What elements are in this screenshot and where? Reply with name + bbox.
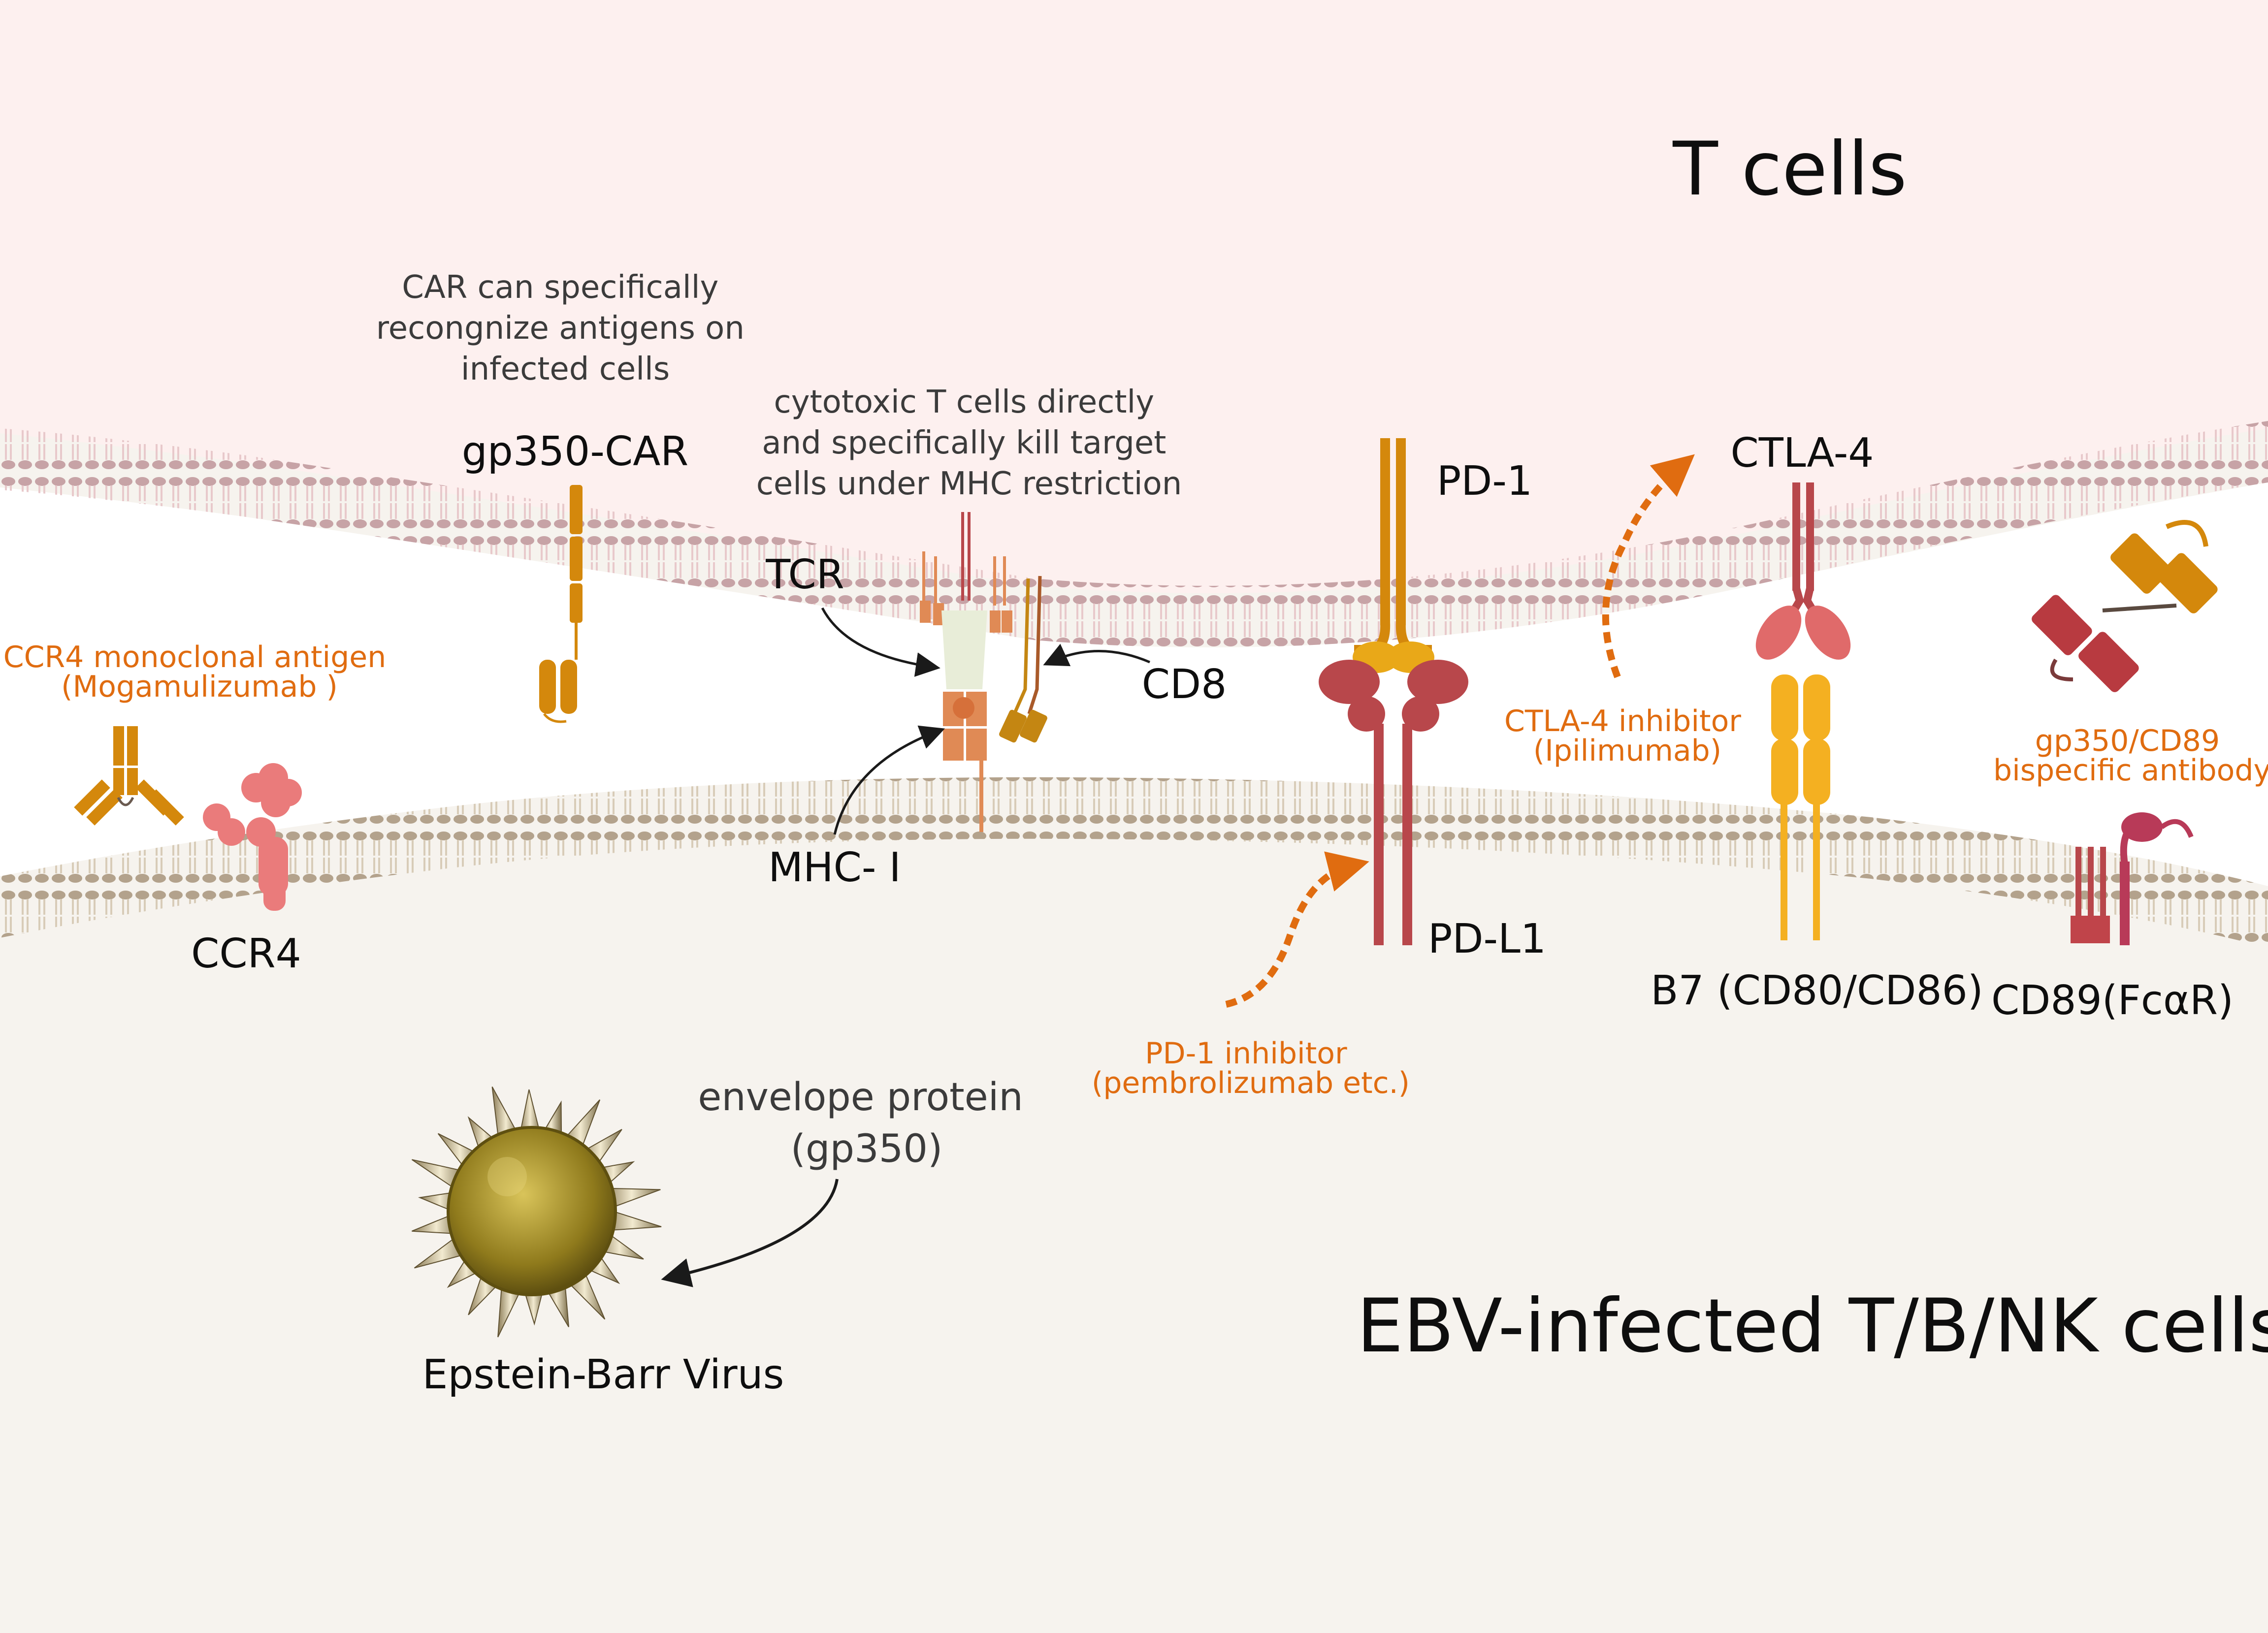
ccr4-receptor [203, 763, 302, 911]
ebv-virus-icon [411, 1087, 662, 1338]
ctla4-receptor [1755, 482, 1851, 660]
mhc-label: MHC- I [768, 844, 901, 891]
b7-ligand [1771, 674, 1830, 940]
pd1-inhibitor-arrow [1225, 851, 1369, 1008]
b7-label: B7 (CD80/CD86) [1651, 967, 1983, 1014]
tcr-mhc-complex [920, 512, 1047, 832]
ccr4-label: CCR4 [191, 930, 301, 977]
ctla4-inhibitor-arrow [1602, 454, 1695, 678]
cd89-receptor [2071, 812, 2194, 945]
envelope-arrow [661, 1179, 839, 1287]
tcr-arrow [821, 607, 940, 677]
car-note: CAR can specifically recongnize antigens… [376, 269, 754, 387]
bispecific-label: gp350/CD89 bispecific antibody [1993, 724, 2268, 788]
t-cell-membrane [0, 421, 2268, 647]
cd8-label: CD8 [1142, 661, 1227, 708]
pdl1-ligand [1319, 660, 1468, 945]
ctla4-label: CTLA-4 [1731, 430, 1874, 477]
pd1-label: PD-1 [1437, 458, 1532, 505]
pdl1-label: PD-L1 [1428, 916, 1546, 962]
envelope-label: envelope protein (gp350) [698, 1075, 1035, 1171]
pd1-inhibitor-label: PD-1 inhibitor (pembrolizumab etc.) [1092, 1036, 1410, 1100]
t-cells-title: T cells [1672, 127, 1907, 212]
cd89-label: CD89(FcαR) [1991, 977, 2234, 1024]
gp350-car-receptor [539, 485, 583, 723]
intercellular-space [0, 482, 2268, 886]
gp350-car-label: gp350-CAR [462, 428, 689, 475]
ctl-note: cytotoxic T cells directly and specifica… [756, 384, 1182, 502]
mhc-arrow [833, 725, 945, 835]
ebv-cells-title: EBV-infected T/B/NK cells [1357, 1283, 2268, 1369]
ccr4-mab-label: CCR4 monoclonal antigen (Mogamulizumab ) [3, 640, 396, 704]
bispecific-antibody [2032, 520, 2218, 692]
virus-label: Epstein-Barr Virus [422, 1351, 784, 1398]
ebv-cell-membrane [0, 777, 2268, 948]
ccr4-mab [74, 726, 184, 826]
t-cell-region [0, 0, 2268, 593]
cd8-arrow [1043, 643, 1150, 667]
ctla4-inhibitor-label: CTLA-4 inhibitor (Ipilimumab) [1504, 704, 1750, 768]
tcr-label: TCR [765, 551, 844, 598]
